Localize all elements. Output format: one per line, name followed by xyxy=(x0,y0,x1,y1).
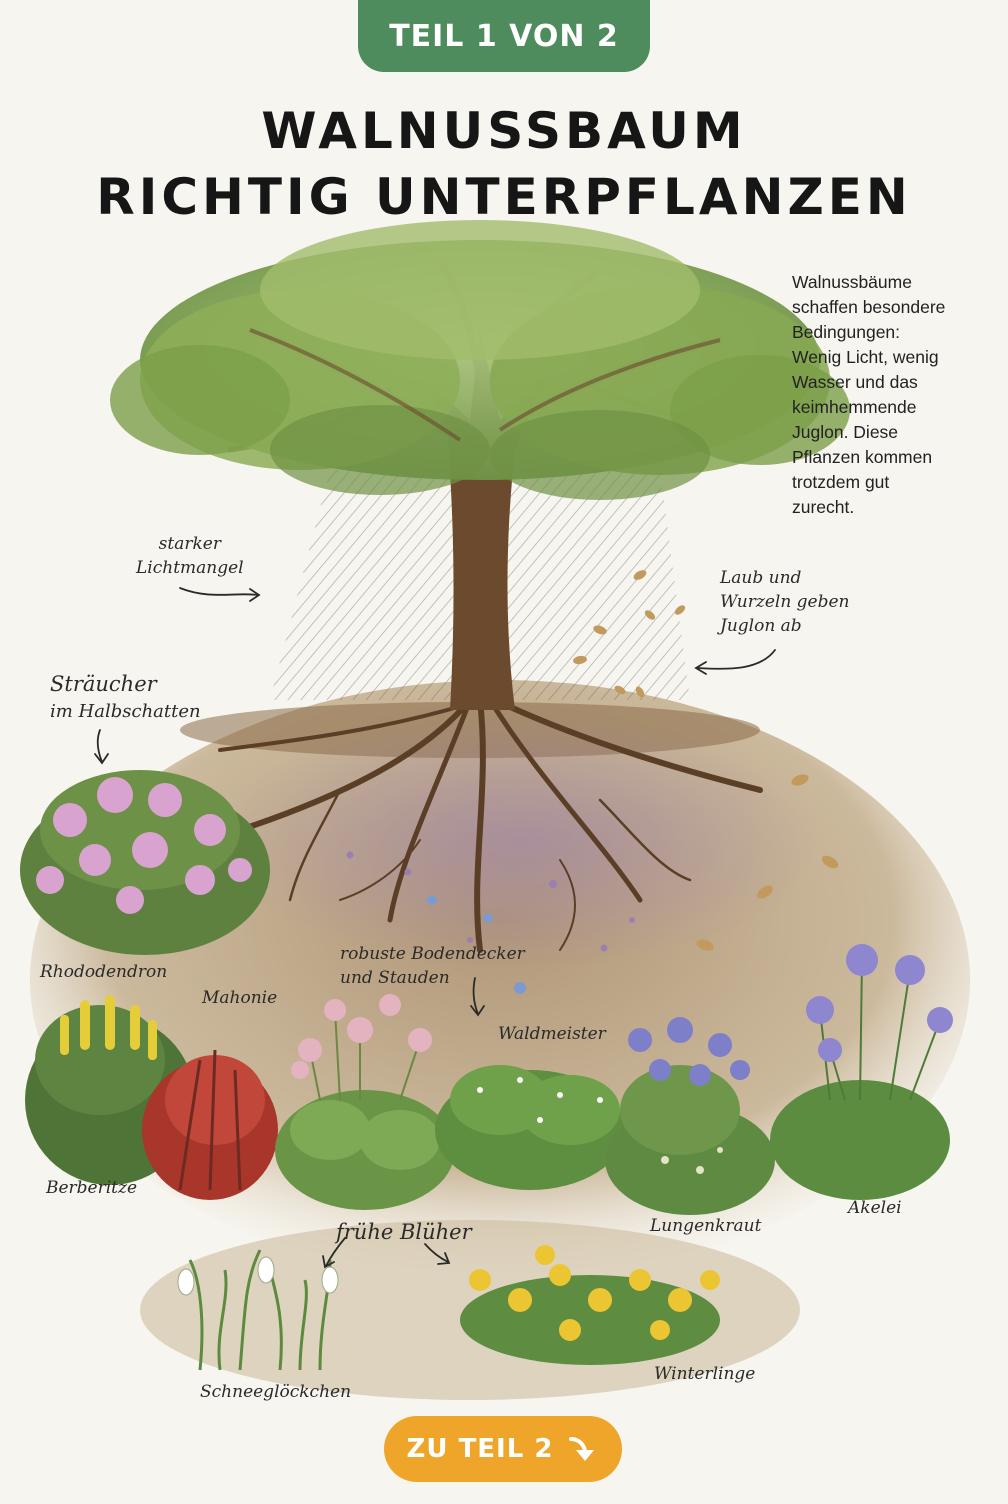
label-waldmeister: Waldmeister xyxy=(498,1024,606,1044)
page-title-line-2: RICHTIG UNTERPFLANZEN xyxy=(96,168,912,226)
tree-roots xyxy=(218,697,763,953)
winterlinge-illustration xyxy=(460,1245,720,1365)
intro-line: Pflanzen kommen xyxy=(792,447,933,467)
akelei-illustration xyxy=(770,944,953,1200)
intro-text: Walnussbäume schaffen besondere Bedingun… xyxy=(792,270,992,520)
label-rhododendron: Rhododendron xyxy=(40,962,168,982)
waldmeister-illustration xyxy=(435,1065,625,1190)
intro-line: zurecht. xyxy=(792,497,855,517)
label-akelei: Akelei xyxy=(848,1198,902,1218)
intro-line: Bedingungen: xyxy=(792,322,901,342)
annotation-groundcover: robuste Bodendecker und Stauden xyxy=(340,944,525,988)
label-mahonie: Mahonie xyxy=(202,988,278,1008)
next-part-button[interactable]: ZU TEIL 2 xyxy=(384,1416,622,1482)
intro-line: Wenig Licht, wenig xyxy=(792,347,939,367)
lungenkraut-illustration xyxy=(605,1017,775,1215)
label-schneegloeckchen: Schneeglöckchen xyxy=(200,1382,352,1402)
page-title-line-1: WALNUSSBAUM xyxy=(261,102,747,160)
label-lungenkraut: Lungenkraut xyxy=(650,1216,762,1236)
label-berberitze: Berberitze xyxy=(46,1178,138,1198)
rhododendron-illustration xyxy=(20,770,270,955)
annotation-light: starker Lichtmangel xyxy=(136,534,244,578)
annotation-juglon: Laub und Wurzeln geben Juglon ab xyxy=(720,568,850,636)
tree-canopy xyxy=(110,220,850,500)
berberitze-illustration xyxy=(142,1049,278,1200)
intro-line: Juglon. Diese xyxy=(792,422,899,442)
intro-line: Wasser und das xyxy=(792,372,918,392)
falling-leaves xyxy=(573,570,839,951)
part-badge: TEIL 1 VON 2 xyxy=(358,0,650,72)
juglon-zone xyxy=(220,710,820,970)
annotation-early-bloomers: frühe Blüher xyxy=(336,1220,472,1244)
schneegloeckchen-illustration xyxy=(177,1249,339,1371)
perennial-illustration xyxy=(275,994,455,1210)
next-part-button-label: ZU TEIL 2 xyxy=(406,1434,554,1464)
intro-line: trotzdem gut xyxy=(792,472,890,492)
annotation-arrows xyxy=(94,587,776,1269)
arrow-down-right-icon xyxy=(567,1433,599,1465)
intro-line: schaffen besondere xyxy=(792,297,946,317)
label-winterlinge: Winterlinge xyxy=(654,1364,756,1384)
intro-line: Walnussbäume xyxy=(792,272,912,292)
intro-line: keimhemmende xyxy=(792,397,917,417)
water-drops xyxy=(346,851,635,994)
annotation-shrubs: Sträucher im Halbschatten xyxy=(50,672,201,722)
